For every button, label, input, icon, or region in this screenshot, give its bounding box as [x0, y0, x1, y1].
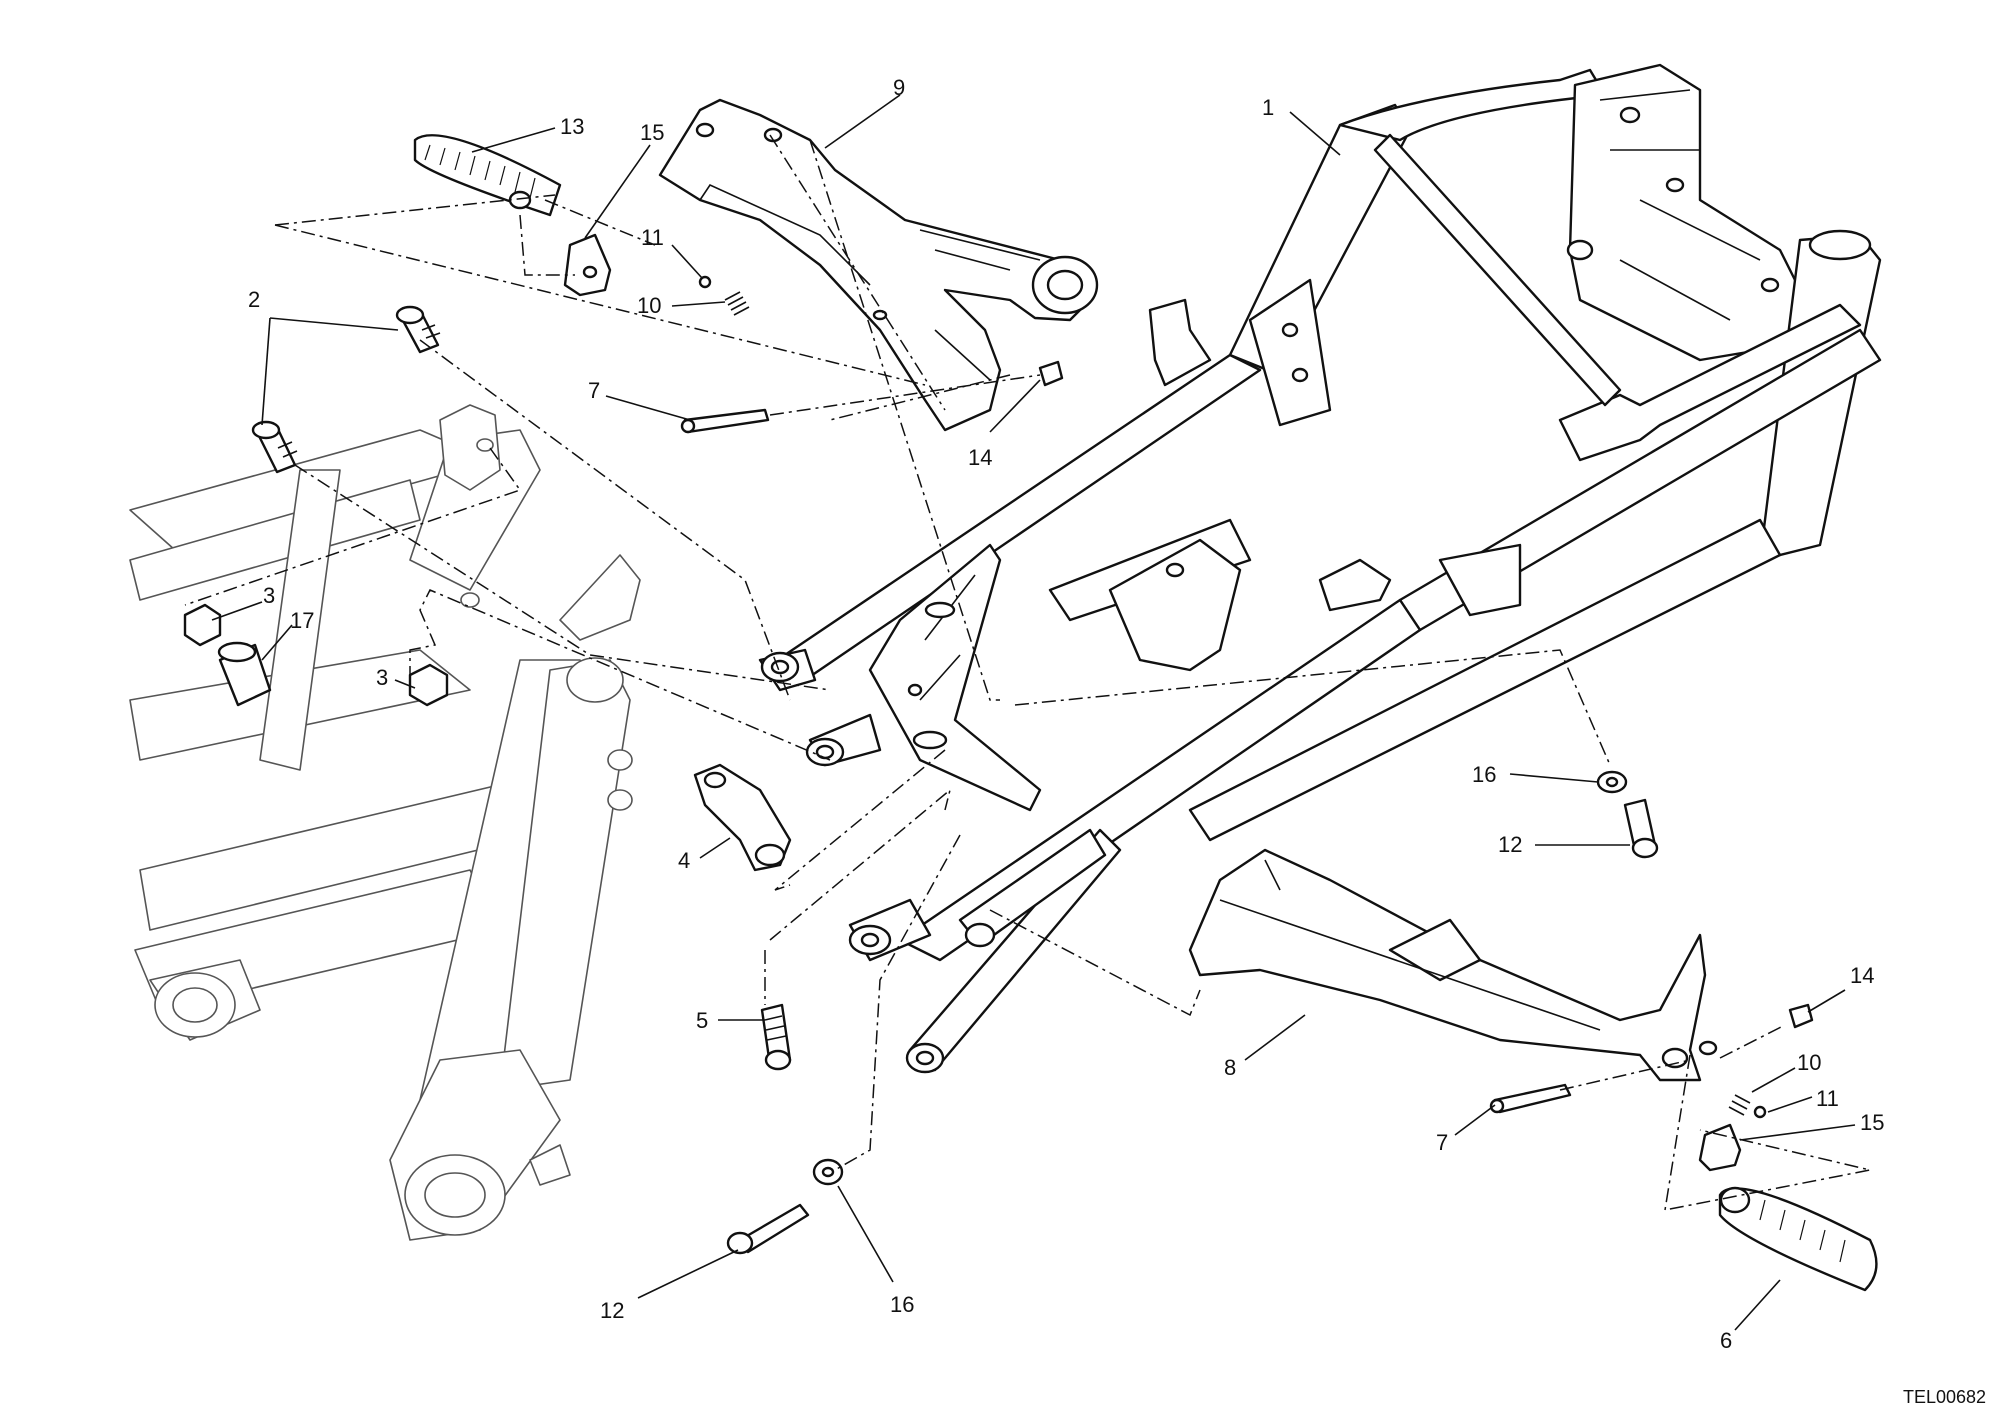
- callout-8: 8: [1224, 1055, 1236, 1080]
- footpeg-right: [1718, 1186, 1878, 1292]
- callout-11: 11: [1816, 1086, 1839, 1111]
- callout-16: 16: [890, 1292, 914, 1317]
- footpeg-left: [413, 134, 562, 217]
- callout-13: 13: [560, 114, 584, 139]
- left-footrest-bracket: [658, 98, 1099, 432]
- callout-10: 10: [637, 293, 661, 318]
- callout-16: 16: [1472, 762, 1496, 787]
- callout-14: 14: [968, 445, 992, 470]
- main-frame-background: [129, 404, 641, 1241]
- callouts: 1 2 3 3 4 5 6 7 7 8 9 10 10 11 11 12: [211, 75, 1884, 1353]
- callout-3: 3: [376, 665, 388, 690]
- callout-3: 3: [263, 583, 275, 608]
- callout-1: 1: [1262, 95, 1274, 120]
- drawing-reference-code: TEL00682: [1903, 1387, 1986, 1407]
- assembly-lines: [184, 134, 1871, 1211]
- callout-5: 5: [696, 1008, 708, 1033]
- callout-4: 4: [678, 848, 690, 873]
- callout-15: 15: [1860, 1110, 1884, 1135]
- callout-15: 15: [640, 120, 664, 145]
- callout-17: 17: [290, 608, 314, 633]
- callout-2: 2: [248, 287, 260, 312]
- callout-6: 6: [1720, 1328, 1732, 1353]
- callout-7: 7: [588, 378, 600, 403]
- rear-subframe: [758, 63, 1882, 1074]
- right-footrest-bracket: [1188, 848, 1718, 1082]
- callout-14: 14: [1850, 963, 1874, 988]
- callout-7: 7: [1436, 1130, 1448, 1155]
- callout-11: 11: [641, 225, 664, 250]
- small-parts: [183, 233, 1814, 1255]
- callout-10: 10: [1797, 1050, 1821, 1075]
- callout-12: 12: [600, 1298, 624, 1323]
- callout-12: 12: [1498, 832, 1522, 857]
- callout-9: 9: [893, 75, 905, 100]
